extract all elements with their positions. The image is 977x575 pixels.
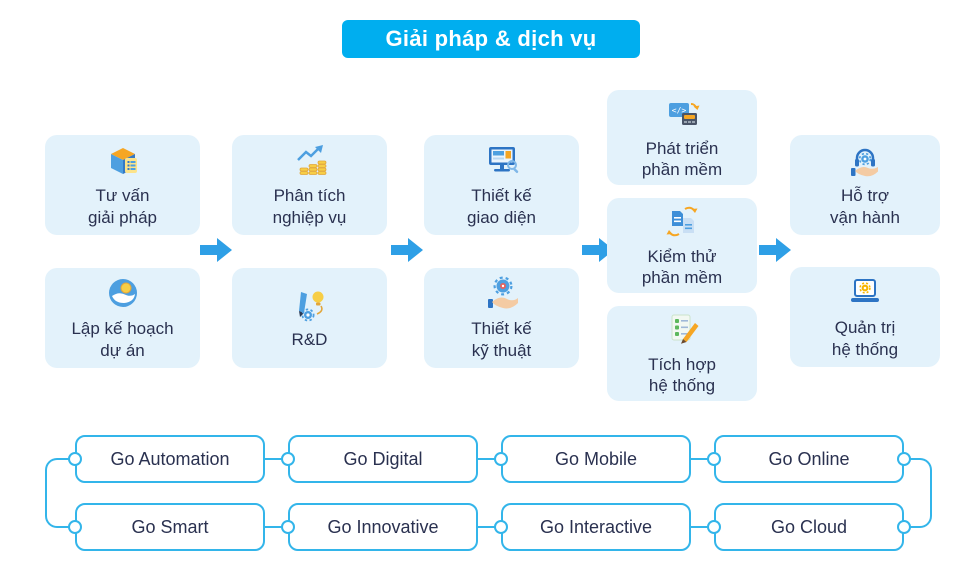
service-box-label: Phân tích nghiệp vụ	[272, 186, 347, 227]
pill-label: Go Interactive	[539, 516, 653, 537]
pill-label: Go Cloud	[770, 516, 848, 537]
connector-dot	[68, 452, 82, 466]
service-box-label: R&D	[291, 329, 328, 349]
pill-go-automation: Go Automation	[75, 435, 265, 483]
monitor-design-icon	[484, 142, 520, 178]
connector-line	[478, 458, 496, 460]
gear-hand-icon	[484, 275, 520, 311]
coins-growth-chart-icon	[292, 142, 328, 178]
title-banner: Giải pháp & dịch vụ	[342, 20, 640, 58]
service-box-label: Phát triển phần mềm	[641, 138, 723, 179]
pill-label: Go Online	[768, 448, 850, 469]
connector-dot	[68, 520, 82, 534]
hand-coin-icon	[105, 275, 141, 311]
pill-label: Go Mobile	[554, 448, 638, 469]
service-box: Hỗ trợ vận hành	[790, 135, 940, 235]
service-box: Phân tích nghiệp vụ	[232, 135, 387, 235]
pill-label: Go Smart	[131, 516, 209, 537]
service-box-label: Thiết kế giao diện	[466, 186, 536, 227]
flow-arrow-icon	[758, 236, 792, 264]
service-box: Tích hợp hệ thống	[607, 306, 757, 401]
connector-line	[478, 526, 496, 528]
pill-label: Go Digital	[343, 448, 423, 469]
service-box: Lập kế hoạch dự án	[45, 268, 200, 368]
service-box-label: Kiểm thử phần mềm	[641, 246, 723, 287]
documents-exchange-icon	[664, 203, 700, 239]
pill-go-smart: Go Smart	[75, 503, 265, 551]
service-box: </> Phát triển phần mềm	[607, 90, 757, 185]
pill-go-interactive: Go Interactive	[501, 503, 691, 551]
service-box: Thiết kế kỹ thuật	[424, 268, 579, 368]
pill-go-mobile: Go Mobile	[501, 435, 691, 483]
service-box: R&D	[232, 268, 387, 368]
pill-go-online: Go Online	[714, 435, 904, 483]
flow-arrow-icon	[199, 236, 233, 264]
connector-dot	[897, 520, 911, 534]
code-window-gear-icon: </>	[664, 95, 700, 131]
service-box-label: Hỗ trợ vận hành	[830, 186, 900, 227]
service-box: Tư vấn giải pháp	[45, 135, 200, 235]
flow-arrow-icon	[390, 236, 424, 264]
service-box: Kiểm thử phần mềm	[607, 198, 757, 293]
connector-dot	[494, 520, 508, 534]
service-box-label: Quản trị hệ thống	[831, 318, 899, 359]
connector-line	[265, 526, 283, 528]
pill-label: Go Automation	[110, 448, 230, 469]
connector-dot	[494, 452, 508, 466]
service-box-label: Thiết kế kỹ thuật	[471, 319, 532, 360]
connector-line	[691, 458, 709, 460]
pill-label: Go Innovative	[327, 516, 439, 537]
connector-dot	[897, 452, 911, 466]
checklist-pencil-icon	[664, 311, 700, 347]
connector-line	[691, 526, 709, 528]
service-box-label: Tư vấn giải pháp	[87, 186, 157, 227]
pill-go-digital: Go Digital	[288, 435, 478, 483]
pencil-bulb-gear-icon	[292, 286, 328, 322]
pill-go-innovative: Go Innovative	[288, 503, 478, 551]
headset-gear-hand-icon	[847, 142, 883, 178]
service-box: Thiết kế giao diện	[424, 135, 579, 235]
service-box-label: Lập kế hoạch dự án	[71, 319, 174, 360]
laptop-gear-icon	[847, 274, 883, 310]
pill-go-cloud: Go Cloud	[714, 503, 904, 551]
right-bracket-connector	[907, 458, 932, 528]
connector-line	[265, 458, 283, 460]
left-bracket-connector	[45, 458, 70, 528]
svg-text:</>: </>	[672, 106, 687, 115]
service-box: Quản trị hệ thống	[790, 267, 940, 367]
service-box-label: Tích hợp hệ thống	[648, 354, 716, 395]
connector-dot	[707, 452, 721, 466]
flow-arrow-icon	[581, 236, 615, 264]
connector-dot	[281, 520, 295, 534]
cube-document-icon	[105, 142, 141, 178]
connector-dot	[281, 452, 295, 466]
connector-dot	[707, 520, 721, 534]
page-title: Giải pháp & dịch vụ	[385, 26, 597, 51]
